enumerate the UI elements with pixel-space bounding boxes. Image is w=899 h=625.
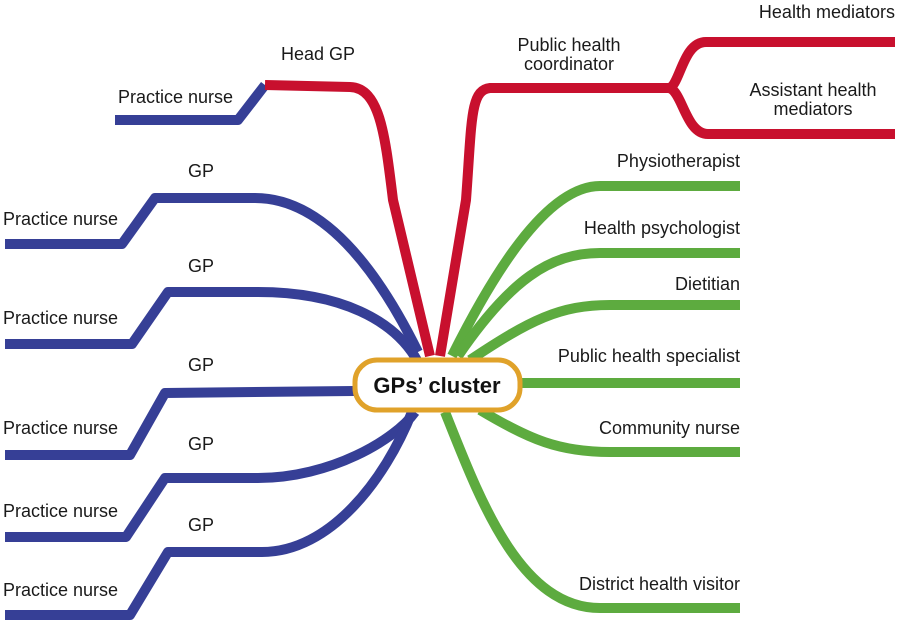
branch-physiotherapist	[447, 181, 740, 359]
blue-branches	[5, 81, 423, 620]
branch-top-practice-nurse	[115, 81, 269, 125]
label-gp-2: GP	[188, 256, 214, 276]
center-node: GPs’ cluster	[352, 357, 523, 413]
branch-community-nurse	[477, 405, 740, 457]
branch-gp-5	[5, 410, 417, 620]
branch-dietitian	[467, 300, 740, 365]
branch-district-health-visitor	[440, 410, 740, 613]
branch-assistant-health-mediators	[666, 83, 895, 139]
label-gp-5: GP	[188, 515, 214, 535]
label-health-psychologist: Health psychologist	[584, 218, 740, 238]
label-gp-4: GP	[188, 434, 214, 454]
label-assistant-health-mediators-line2: mediators	[773, 99, 852, 119]
center-node-box	[352, 357, 523, 413]
label-top-practice-nurse: Practice nurse	[118, 87, 233, 107]
label-practice-nurse-3: Practice nurse	[3, 418, 118, 438]
label-practice-nurse-4: Practice nurse	[3, 501, 118, 521]
branch-gp-1	[5, 193, 423, 355]
label-health-mediators: Health mediators	[759, 2, 895, 22]
red-branches	[264, 37, 895, 358]
label-community-nurse: Community nurse	[599, 418, 740, 438]
label-practice-nurse-2: Practice nurse	[3, 308, 118, 328]
label-public-health-coordinator-line1: Public health	[517, 35, 620, 55]
label-gp-1: GP	[188, 161, 214, 181]
label-dietitian: Dietitian	[675, 274, 740, 294]
branch-gp-3	[5, 386, 355, 460]
branch-gp-2	[5, 287, 423, 365]
label-district-health-visitor: District health visitor	[579, 574, 740, 594]
label-public-health-specialist: Public health specialist	[558, 346, 740, 366]
labels: Head GP Public health coordinator Health…	[3, 2, 895, 600]
branch-public-health-coordinator	[435, 83, 668, 357]
branch-health-psychologist	[453, 248, 740, 359]
center-node-label: GPs’ cluster	[373, 373, 501, 398]
label-assistant-health-mediators-line1: Assistant health	[749, 80, 876, 100]
label-gp-3: GP	[188, 355, 214, 375]
branch-head-gp	[264, 80, 435, 358]
label-head-gp: Head GP	[281, 44, 355, 64]
label-physiotherapist: Physiotherapist	[617, 151, 740, 171]
green-branches	[440, 181, 740, 613]
label-practice-nurse-5: Practice nurse	[3, 580, 118, 600]
label-public-health-coordinator-line2: coordinator	[524, 54, 614, 74]
label-practice-nurse-1: Practice nurse	[3, 209, 118, 229]
